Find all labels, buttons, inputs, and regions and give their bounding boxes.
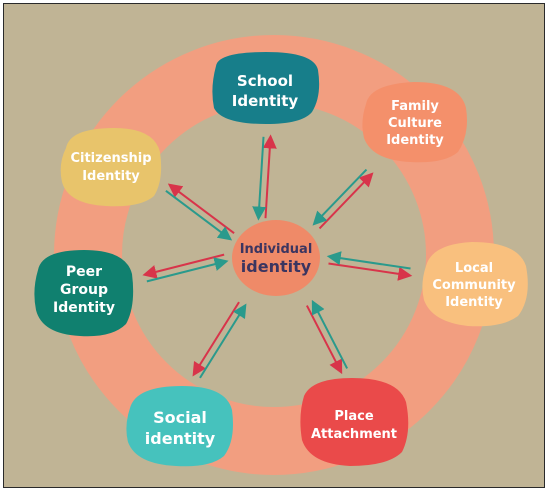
local-community-label-line-3: Identity <box>445 295 503 310</box>
arrow-inward-peer-group <box>146 257 229 283</box>
local-community-blob <box>422 242 528 327</box>
place-attachment-label-line-1: Place <box>334 409 373 424</box>
arrow-inward-social <box>199 303 247 379</box>
family-culture-blob <box>362 82 467 163</box>
local-community-label-line-1: Local <box>455 261 493 276</box>
arrow-inward-family-culture <box>312 168 368 226</box>
node-citizenship: Citizenship Identity <box>60 128 162 207</box>
arrow-outward-family-culture <box>318 172 374 230</box>
place-attachment-blob <box>300 378 409 466</box>
place-attachment-label-line-2: Attachment <box>311 427 397 442</box>
arrow-inward-citizenship <box>165 190 233 241</box>
arrow-outward-citizenship <box>167 183 235 234</box>
arrow-outward-social <box>192 301 240 377</box>
citizenship-label-line-1: Citizenship <box>70 151 151 166</box>
arrow-outward-school <box>262 134 277 219</box>
node-peer-group: Peer Group Identity <box>34 250 134 337</box>
center-label-line-1: Individual <box>240 242 313 257</box>
citizenship-label-line-2: Identity <box>82 169 140 184</box>
social-label-line-1: Social <box>153 408 207 427</box>
arrows-layer <box>142 134 413 379</box>
node-school: School Identity <box>212 52 320 124</box>
family-culture-label-line-3: Identity <box>386 133 444 148</box>
node-family-culture: Family Culture Identity <box>362 82 467 163</box>
citizenship-blob <box>60 128 162 207</box>
social-blob <box>126 386 233 467</box>
arrow-inward-place-attachment <box>311 299 349 369</box>
school-label-line-1: School <box>237 72 293 90</box>
peer-group-label-line-3: Identity <box>53 300 115 316</box>
arrow-outward-peer-group <box>142 253 225 279</box>
center-node: Individual identity <box>232 220 320 296</box>
family-culture-label-line-1: Family <box>391 99 439 114</box>
school-blob <box>212 52 320 124</box>
school-label-line-2: Identity <box>232 92 299 110</box>
family-culture-label-line-2: Culture <box>388 116 442 131</box>
arrow-inward-school <box>252 136 267 221</box>
center-label-line-2: identity <box>241 257 312 276</box>
node-social: Social identity <box>126 386 233 467</box>
arrow-outward-local-community <box>328 262 413 281</box>
arrow-outward-place-attachment <box>305 305 343 375</box>
social-label-line-2: identity <box>145 429 216 448</box>
diagram-frame: Individual identity School Identity Fami… <box>3 3 545 488</box>
peer-group-blob <box>34 250 134 337</box>
arrow-inward-local-community <box>326 251 411 270</box>
node-local-community: Local Community Identity <box>422 242 528 327</box>
peer-group-label-line-2: Group <box>60 282 108 298</box>
identity-diagram: Individual identity School Identity Fami… <box>34 35 528 475</box>
center-blob <box>232 220 320 296</box>
local-community-label-line-2: Community <box>432 278 516 293</box>
peer-group-label-line-1: Peer <box>66 264 102 280</box>
node-place-attachment: Place Attachment <box>300 378 409 466</box>
